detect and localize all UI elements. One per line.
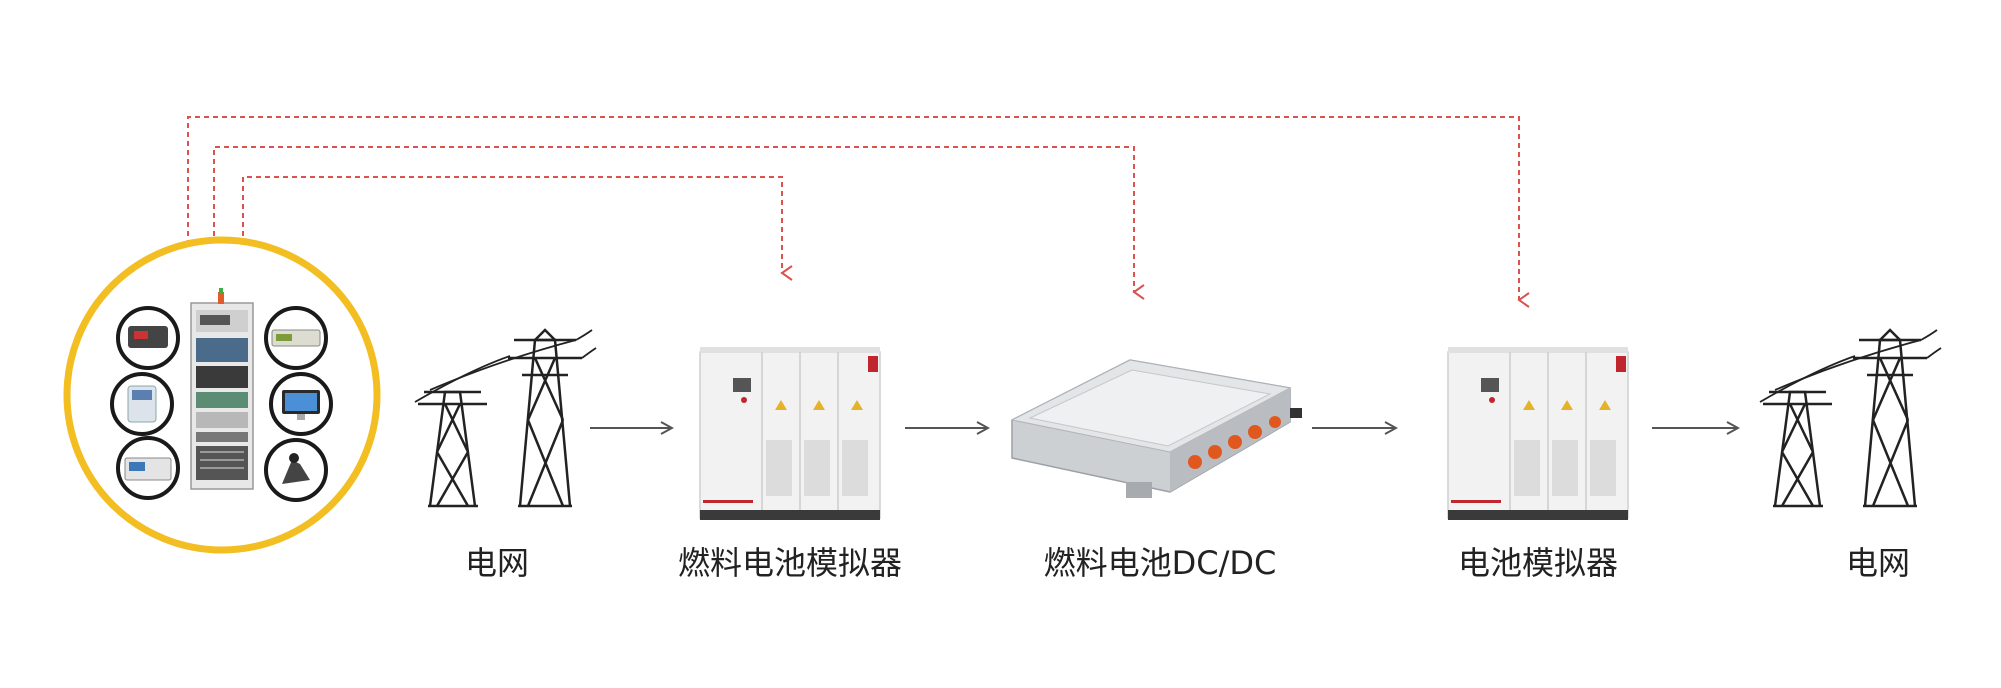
signal-line-dcdc (213, 146, 1145, 300)
node-label-bat-sim: 电池模拟器 (1457, 544, 1619, 582)
controller-icon (110, 372, 174, 436)
dcdc-module-icon (1010, 359, 1302, 498)
cabinet-icon (699, 347, 881, 520)
test-rack-icon (190, 288, 254, 490)
power-meter-icon (116, 306, 180, 370)
monitor-icon (269, 372, 333, 436)
cabinet-icon (1447, 347, 1629, 520)
signal-lines (187, 116, 1530, 308)
power-tower-icon (414, 328, 597, 508)
node-label-fc-sim: 燃料电池模拟器 (677, 544, 903, 582)
node-label-dcdc: 燃料电池DC/DC (1043, 544, 1277, 582)
test-system (63, 236, 381, 554)
signal-line-battery-sim (187, 116, 1530, 308)
gauge-icon (264, 438, 328, 502)
analyzer-icon (116, 436, 180, 500)
power-tower-icon (1759, 328, 1942, 508)
node-label-grid-out: 电网 (1845, 544, 1911, 582)
signal-line-fc-sim (242, 176, 793, 281)
node-label-grid-in: 电网 (464, 544, 530, 582)
power-supply-icon (264, 306, 328, 370)
